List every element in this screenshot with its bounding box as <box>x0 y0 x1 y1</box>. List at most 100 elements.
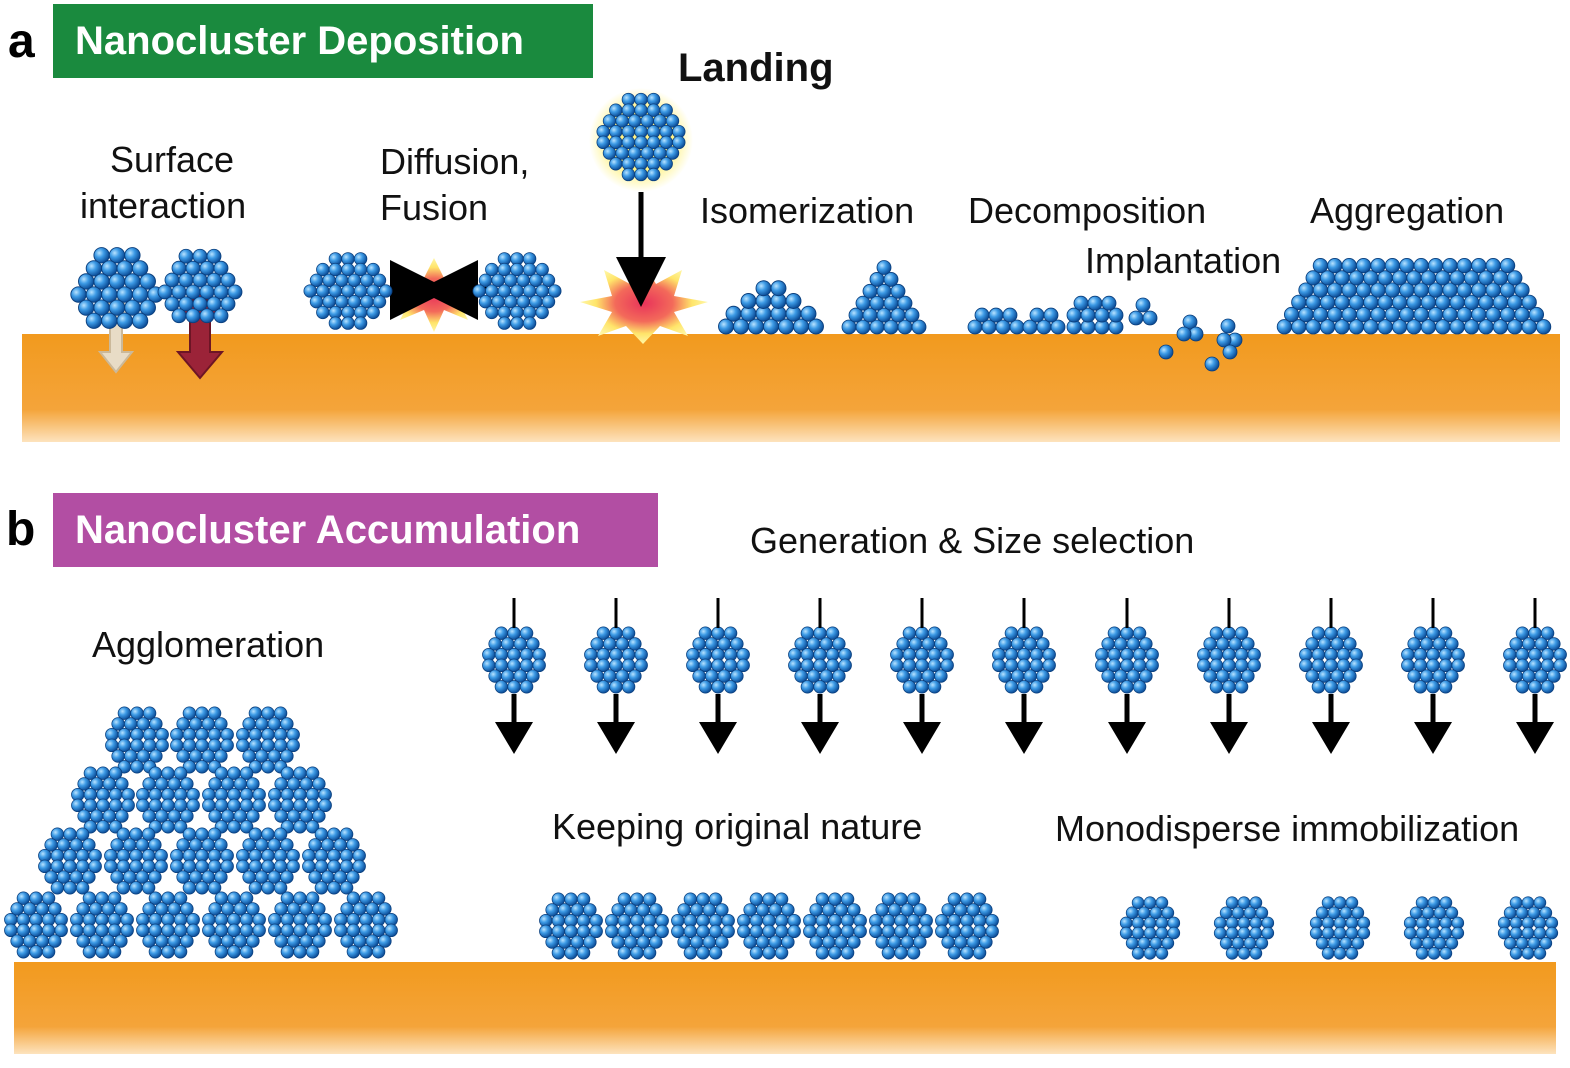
atom <box>583 903 597 917</box>
atom <box>634 167 648 182</box>
atom <box>312 934 326 948</box>
atom <box>261 881 275 895</box>
atom <box>1321 946 1335 960</box>
atom <box>583 935 597 949</box>
drop-arrow-11 <box>1516 694 1554 754</box>
atom <box>1413 680 1428 694</box>
keeping-original-label: Keeping original nature <box>552 806 923 847</box>
atom <box>1131 946 1145 960</box>
atom <box>213 260 229 276</box>
atom <box>378 934 392 948</box>
atom <box>107 891 122 905</box>
atom <box>180 809 194 823</box>
atom <box>63 881 77 895</box>
atom <box>787 924 801 939</box>
atom <box>353 316 368 330</box>
atom <box>711 680 725 694</box>
atom <box>1017 680 1031 694</box>
atom <box>293 820 307 834</box>
agglomerate-0-1 <box>170 706 234 774</box>
atom <box>1139 637 1153 651</box>
atom <box>708 892 723 906</box>
atom <box>1547 637 1561 651</box>
drop-arrow-1 <box>495 694 533 754</box>
atom <box>161 945 175 959</box>
atom <box>371 891 386 905</box>
atom <box>16 945 31 959</box>
atom <box>366 305 380 320</box>
atom <box>642 946 657 960</box>
atom <box>628 637 642 651</box>
atom <box>182 881 197 895</box>
atom <box>149 749 163 763</box>
agglomerate-1-0 <box>71 766 135 834</box>
atom <box>371 945 386 959</box>
atom <box>41 891 56 905</box>
fragment-3 <box>1066 295 1124 335</box>
atom <box>1002 307 1018 323</box>
atom <box>906 946 921 960</box>
atom <box>902 680 917 694</box>
atom <box>1345 946 1359 960</box>
falling-cluster-4 <box>788 626 852 694</box>
atom <box>659 103 673 117</box>
atom <box>1553 658 1567 673</box>
atom <box>911 319 927 335</box>
atom <box>139 273 156 290</box>
atom <box>913 935 927 949</box>
atom <box>280 870 294 884</box>
atom <box>730 669 744 683</box>
atom <box>1370 257 1386 274</box>
atom <box>1427 946 1441 960</box>
atom <box>1540 626 1555 640</box>
agglomerate-1-3 <box>268 766 332 834</box>
atom <box>642 892 657 906</box>
agglomerate-2-1 <box>104 827 168 895</box>
atom <box>213 308 229 324</box>
atom <box>1540 680 1555 694</box>
decomposition-label: Decomposition <box>968 190 1207 231</box>
atom <box>934 637 948 651</box>
atom <box>1161 936 1175 950</box>
atom <box>82 945 97 959</box>
drop-arrow-4 <box>801 694 839 754</box>
agglomerate-1-1 <box>136 766 200 834</box>
atom <box>1521 294 1537 310</box>
atom <box>171 308 187 324</box>
atom <box>1182 314 1198 330</box>
diffusing-cluster-left <box>303 252 393 330</box>
atom <box>1545 926 1559 940</box>
landing-cluster <box>596 92 686 182</box>
falling-cluster-5 <box>890 626 954 694</box>
atom <box>1442 257 1458 274</box>
atom <box>372 295 387 309</box>
atom <box>1036 669 1050 683</box>
atom <box>312 902 326 916</box>
surface-cluster-strong <box>157 248 243 324</box>
atom <box>1234 626 1249 640</box>
atom <box>832 669 846 683</box>
atom <box>1241 637 1255 651</box>
atom <box>1087 295 1103 311</box>
atom <box>1451 926 1465 940</box>
atom <box>832 637 846 651</box>
atom <box>940 658 954 673</box>
atom <box>280 717 294 731</box>
atom <box>339 827 354 841</box>
atom <box>280 749 294 763</box>
atom <box>621 626 636 640</box>
accumulation-banner-text: Nanocluster Accumulation <box>75 507 581 552</box>
atom <box>379 284 393 298</box>
atom <box>1438 680 1453 694</box>
atom <box>227 945 241 959</box>
atom <box>1445 637 1459 651</box>
substrate-b <box>14 962 1556 1054</box>
atom <box>960 946 974 960</box>
atom <box>141 827 156 841</box>
atom <box>1351 906 1365 920</box>
atom <box>522 316 537 330</box>
packed-cluster-6 <box>869 892 933 960</box>
atom <box>535 262 549 277</box>
atom <box>180 902 194 916</box>
atom <box>148 870 162 884</box>
